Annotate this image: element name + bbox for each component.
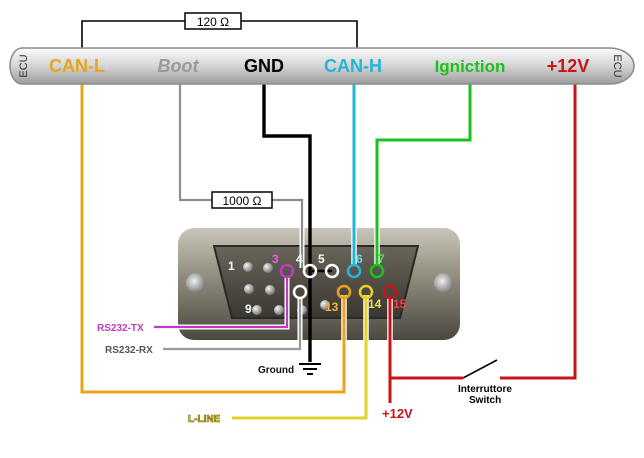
pin-label-3: 3 xyxy=(272,252,279,266)
pin-label-1: 1 xyxy=(228,259,235,273)
signal-ignition: Igniction xyxy=(435,57,506,76)
signal-can-h: CAN-H xyxy=(324,56,382,76)
switch-blade xyxy=(462,359,498,379)
resistor-120-ohm xyxy=(184,12,242,30)
resistor-1000-ohm xyxy=(211,191,273,209)
gnd-wire xyxy=(262,84,312,362)
pin-ring-11 xyxy=(292,284,308,300)
pin-ring-14 xyxy=(358,284,374,300)
left-screw xyxy=(186,273,206,293)
pin-label-9: 9 xyxy=(245,302,252,316)
signal-can-l: CAN-L xyxy=(49,56,105,76)
db15-connector xyxy=(178,228,460,340)
ground-symbol xyxy=(299,363,321,375)
signal-plus12v: +12V xyxy=(547,56,590,76)
pin-label-6: 6 xyxy=(356,252,363,266)
pin-ring-5 xyxy=(324,263,340,279)
ecu-bar xyxy=(9,47,635,85)
label-switch-it: Interruttore xyxy=(458,384,512,395)
label-plus12v-supply: +12V xyxy=(382,406,413,421)
label-rs232-rx: RS232-RX xyxy=(105,345,153,356)
pin-ring-3 xyxy=(279,263,295,279)
signal-boot: Boot xyxy=(158,56,200,76)
plus12v-ecu-wire xyxy=(500,84,578,381)
pin-label-14: 14 xyxy=(368,297,382,311)
pin-label-15: 15 xyxy=(393,297,407,311)
right-screw xyxy=(434,273,454,293)
pin-ring-15 xyxy=(382,284,398,300)
label-rs232-tx: RS232-TX xyxy=(97,323,144,334)
pin-ring-6 xyxy=(346,263,362,279)
label-ground: Ground xyxy=(258,365,294,376)
signal-gnd: GND xyxy=(244,56,284,76)
pin-label-5: 5 xyxy=(318,252,325,266)
pin-label-7: 7 xyxy=(378,252,385,266)
label-switch-en: Switch xyxy=(469,395,501,406)
ecu-left-label: ECU xyxy=(18,54,30,77)
pin-ring-13 xyxy=(336,284,352,300)
pin-ring-4 xyxy=(302,263,318,279)
label-l-line: L-LINE xyxy=(188,414,221,425)
pin-label-4: 4 xyxy=(296,252,303,266)
resistor-1000-ohm-label: 1000 Ω xyxy=(223,194,262,208)
pin-label-13: 13 xyxy=(325,300,339,314)
pin-ring-7 xyxy=(369,263,385,279)
ecu-right-label: ECU xyxy=(611,54,623,77)
resistor-120-ohm-label: 120 Ω xyxy=(197,15,229,29)
